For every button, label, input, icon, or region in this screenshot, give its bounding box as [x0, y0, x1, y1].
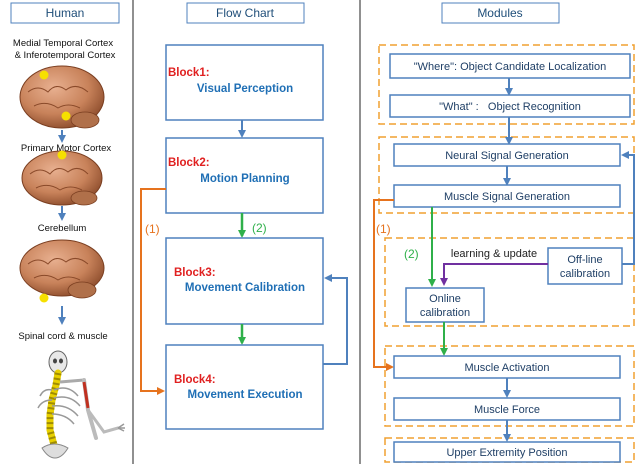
- module-activation: Muscle Activation: [393, 355, 621, 379]
- label-cerebellum: Cerebellum: [38, 223, 87, 234]
- block2-id: Block2:: [168, 157, 210, 169]
- block3-name: Movement Calibration: [185, 282, 305, 294]
- module-force: Muscle Force: [393, 397, 621, 421]
- label-motor: Primary Motor Cortex: [21, 143, 112, 154]
- svg-text:Off-line: Off-line: [567, 254, 602, 266]
- svg-text:calibration: calibration: [420, 307, 470, 319]
- svg-text:Modules: Modules: [477, 6, 522, 20]
- module-online: Online calibration: [405, 287, 485, 323]
- block1-id: Block1:: [168, 67, 210, 79]
- label-learning: learning & update: [451, 248, 537, 260]
- brain-spot-3: [39, 293, 49, 303]
- svg-text:"Where": Object Candidate Loca: "Where": Object Candidate Localization: [414, 61, 606, 73]
- flow-feedback-arrow: [323, 274, 348, 365]
- svg-text:Muscle Signal Generation: Muscle Signal Generation: [444, 191, 570, 203]
- skeleton-figure: [37, 350, 125, 459]
- block4-id: Block4:: [174, 374, 216, 386]
- brain-spot-1a: [39, 70, 49, 80]
- brain-image-1: [19, 65, 105, 129]
- header-modules: Modules: [441, 2, 560, 24]
- svg-text:Muscle Activation: Muscle Activation: [465, 362, 550, 374]
- block3-id: Block3:: [174, 267, 216, 279]
- group-perception: [378, 44, 635, 125]
- svg-text:Upper Extremity Position: Upper Extremity Position: [446, 447, 567, 459]
- label-cortex-line2: & Inferotemporal Cortex: [15, 50, 116, 61]
- brain-spot-1b: [61, 111, 71, 121]
- module-where: "Where": Object Candidate Localization: [389, 53, 631, 79]
- block2-box: Block2: Motion Planning: [165, 137, 324, 214]
- block3-box: Block3: Movement Calibration: [165, 237, 324, 325]
- module-offline: Off-line calibration: [547, 247, 623, 285]
- flow-arrow-orange-path1: [140, 188, 166, 395]
- header-human: Human: [10, 2, 120, 24]
- brain-spot-2: [57, 150, 67, 160]
- module-label-path1: (1): [376, 222, 391, 236]
- module-label-path2: (2): [404, 247, 419, 261]
- module-arrow-orange-path1: [373, 199, 394, 371]
- svg-text:Muscle Force: Muscle Force: [474, 404, 540, 416]
- module-muscle-signal: Muscle Signal Generation: [393, 184, 621, 208]
- group-execution: [384, 345, 635, 427]
- module-arrow-learning-purple: [440, 263, 548, 286]
- svg-text:Online: Online: [429, 293, 461, 305]
- brain-image-2: [21, 150, 103, 206]
- svg-text:Flow Chart: Flow Chart: [216, 6, 275, 20]
- block4-box: Block4: Movement Execution: [165, 344, 324, 430]
- module-upper: Upper Extremity Position: [393, 441, 621, 463]
- group-calibration: [384, 237, 635, 327]
- block4-name: Movement Execution: [187, 389, 302, 401]
- module-what: "What" : Object Recognition: [389, 94, 631, 118]
- svg-text:"What" : Object Recognition: "What" : Object Recognition: [439, 101, 581, 113]
- label-spinal: Spinal cord & muscle: [18, 331, 107, 342]
- svg-text:calibration: calibration: [560, 268, 610, 280]
- svg-text:Human: Human: [46, 6, 85, 20]
- module-neural: Neural Signal Generation: [393, 143, 621, 167]
- block1-box: Block1: Visual Perception: [165, 44, 324, 121]
- block1-name: Visual Perception: [197, 83, 293, 95]
- svg-text:Neural Signal Generation: Neural Signal Generation: [445, 150, 569, 162]
- module-feedback-arrow: [620, 151, 635, 265]
- flow-label-path1: (1): [145, 222, 160, 236]
- label-cortex-line1: Medial Temporal Cortex: [13, 38, 113, 49]
- block2-name: Motion Planning: [200, 173, 289, 185]
- flow-label-path2: (2): [252, 221, 267, 235]
- brain-image-3: [19, 239, 105, 303]
- header-flowchart: Flow Chart: [186, 2, 305, 24]
